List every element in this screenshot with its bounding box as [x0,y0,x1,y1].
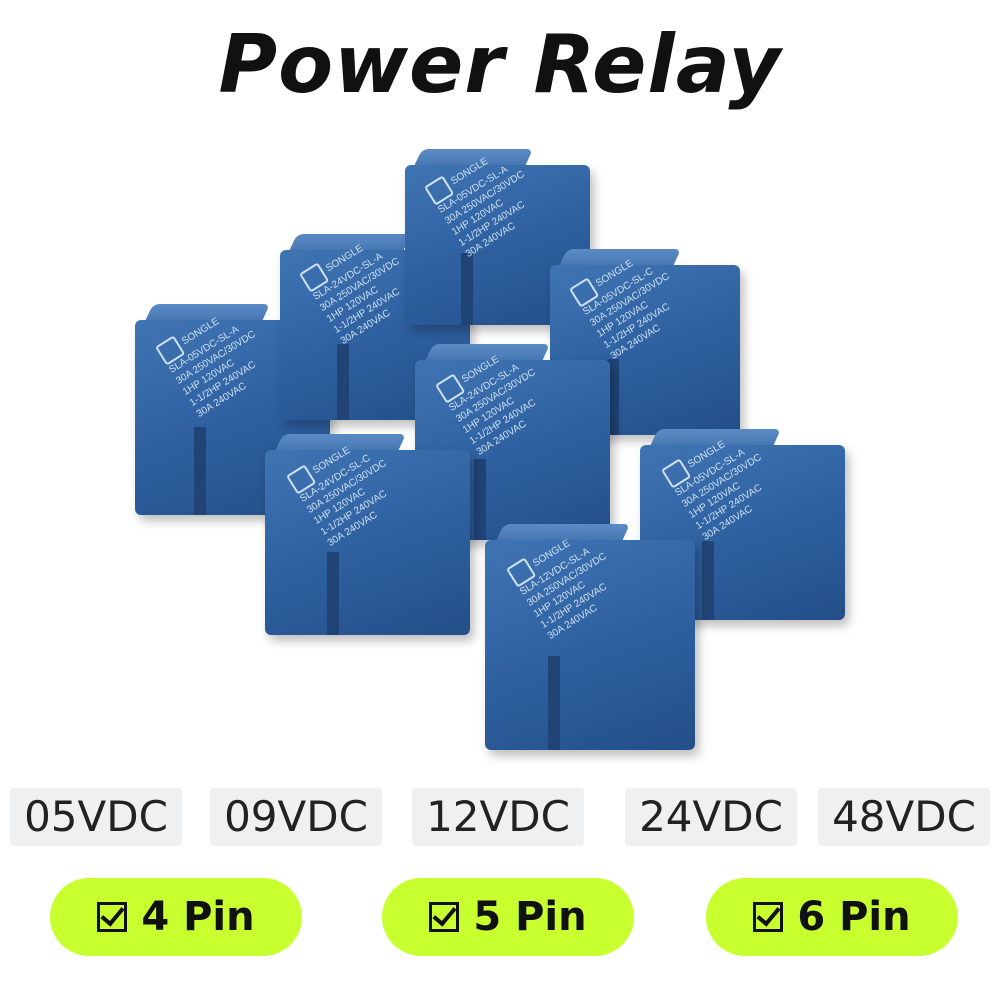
checkbox-icon [97,902,128,932]
checkbox-icon [429,902,460,932]
voltage-badge-24vdc[interactable]: 24VDC [625,788,797,846]
pin-option-5[interactable]: 5 Pin [382,878,634,956]
voltage-badge-09vdc[interactable]: 09VDC [210,788,382,846]
relay-6: SONGLE SLA-24VDC-SL-C 30A 250VAC/30VDC 1… [265,434,470,635]
relay-photo: SONGLE SLA-05VDC-SL-A 30A 250VAC/30VDC 1… [0,130,1000,770]
pin-option-6[interactable]: 6 Pin [706,878,958,956]
pin-label: 5 Pin [473,894,587,940]
checkbox-icon [753,902,784,932]
voltage-badge-48vdc[interactable]: 48VDC [818,788,990,846]
pin-label: 6 Pin [797,894,911,940]
pin-options: 4 Pin 5 Pin 6 Pin [0,878,1000,958]
relay-8: SONGLE SLA-12VDC-SL-A 30A 250VAC/30VDC 1… [485,524,695,750]
page-title: Power Relay [218,18,782,111]
pin-option-4[interactable]: 4 Pin [50,878,302,956]
voltage-options: 05VDC 09VDC 12VDC 24VDC 48VDC [0,788,1000,848]
voltage-badge-05vdc[interactable]: 05VDC [10,788,182,846]
voltage-badge-12vdc[interactable]: 12VDC [412,788,584,846]
pin-label: 4 Pin [141,894,255,940]
